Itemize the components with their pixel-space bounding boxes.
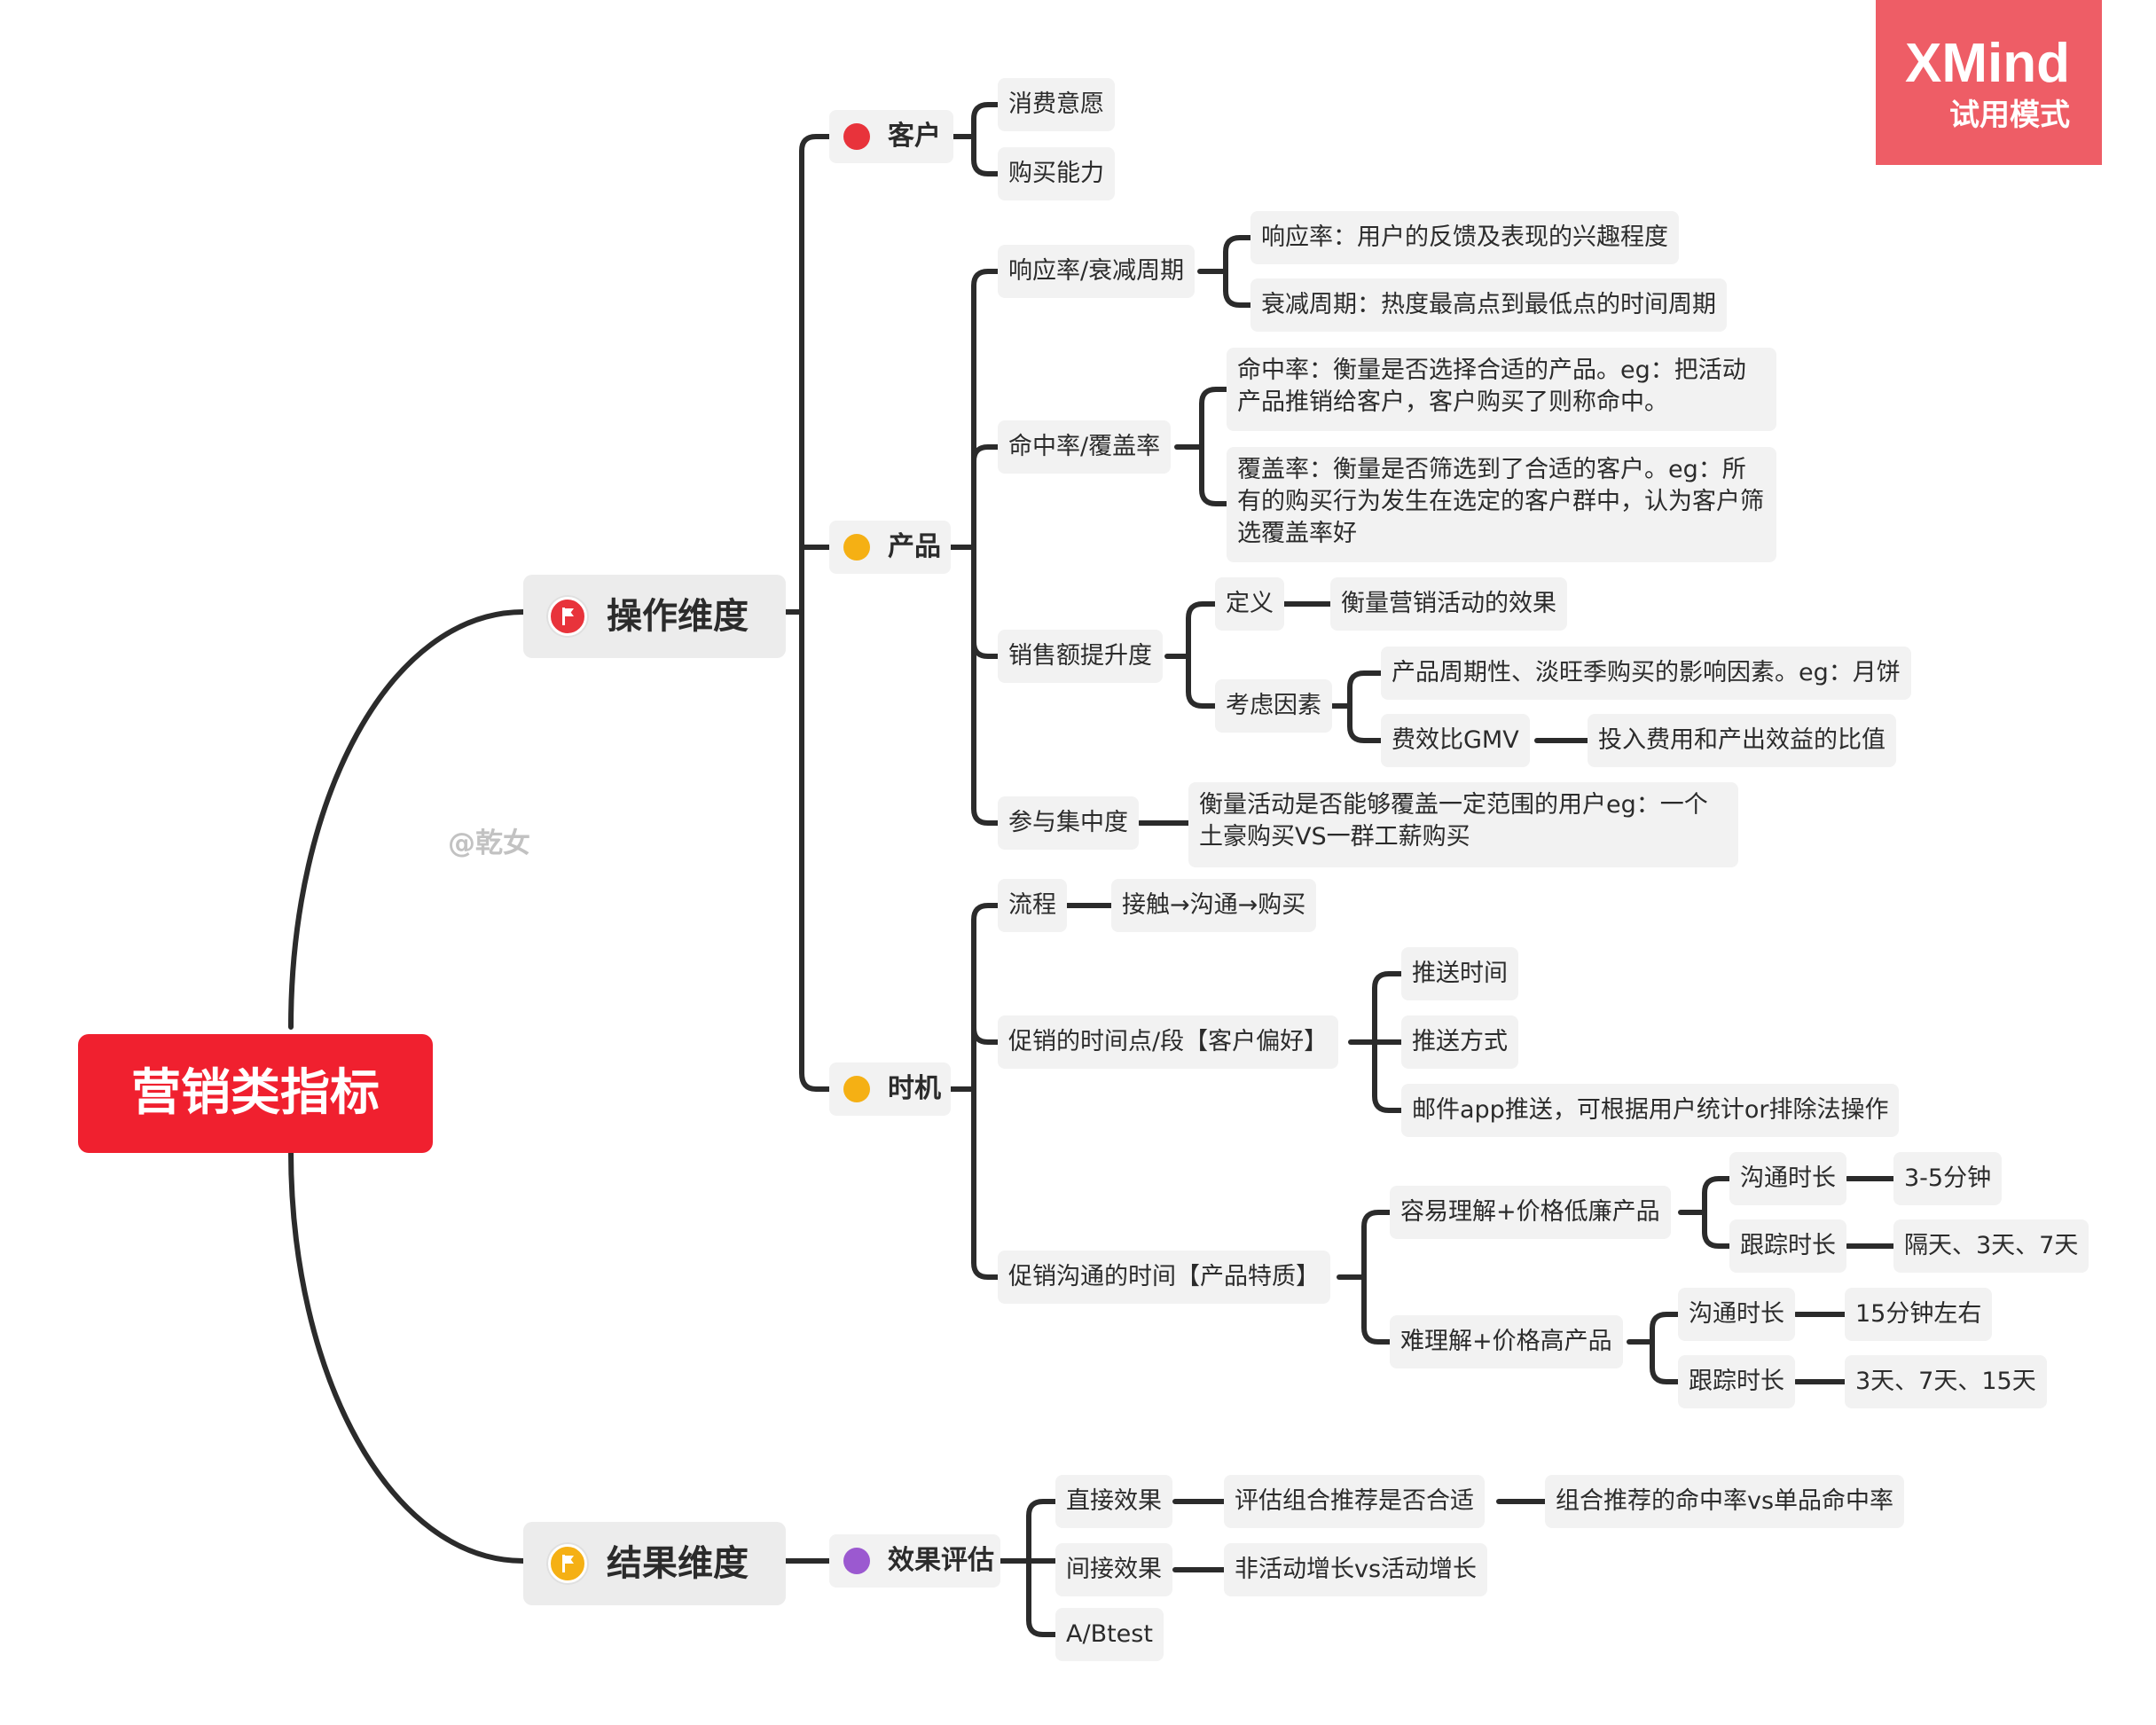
xmind-trial-badge: XMind 试用模式 (1876, 0, 2102, 165)
subtopic-sales-lift[interactable]: 销售额提升度 (998, 630, 1163, 683)
topic-customer[interactable]: 客户 (829, 110, 953, 163)
main-topic-result[interactable]: 结果维度 (523, 1522, 786, 1605)
subtopic-response-def[interactable]: 响应率：用户的反馈及表现的兴趣程度 (1250, 211, 1679, 264)
subtopic-coverage-def[interactable]: 覆盖率：衡量是否筛选到了合适的客户。eg：所有的购买行为发生在选定的客户群中，认… (1227, 447, 1776, 562)
subtopic-gmv-value[interactable]: 投入费用和产出效益的比值 (1588, 714, 1896, 767)
subtopic-promo-time[interactable]: 促销的时间点/段【客户偏好】 (998, 1015, 1339, 1069)
subtopic-indirect-effect[interactable]: 间接效果 (1055, 1543, 1172, 1596)
watermark-text: @乾女 (448, 827, 530, 859)
subtopic-push-time[interactable]: 推送时间 (1401, 947, 1518, 1000)
subtopic-direct-value[interactable]: 组合推荐的命中率vs单品命中率 (1545, 1475, 1905, 1528)
subtopic-easy-comm[interactable]: 沟通时长 (1729, 1152, 1846, 1205)
subtopic-decay-def[interactable]: 衰减周期：热度最高点到最低点的时间周期 (1250, 278, 1727, 332)
subtopic-factors[interactable]: 考虑因素 (1215, 679, 1332, 733)
red-dot-icon (843, 123, 870, 150)
orange-dot-icon (843, 1076, 870, 1102)
subtopic-indirect-value[interactable]: 非活动增长vs活动增长 (1224, 1543, 1488, 1596)
purple-dot-icon (843, 1548, 870, 1574)
subtopic-abtest[interactable]: A/Btest (1055, 1608, 1164, 1661)
subtopic-gmv[interactable]: 费效比GMV (1381, 714, 1530, 767)
badge-mode: 试用模式 (1949, 98, 2070, 133)
subtopic-easy-comm-value[interactable]: 3-5分钟 (1893, 1152, 2003, 1205)
subtopic-seasonality[interactable]: 产品周期性、淡旺季购买的影响因素。eg：月饼 (1381, 647, 1911, 700)
flag-icon (548, 597, 587, 636)
subtopic-buying-power[interactable]: 购买能力 (998, 147, 1115, 200)
topic-label: 客户 (888, 121, 941, 152)
subtopic-hard-follow-value[interactable]: 3天、7天、15天 (1845, 1355, 2047, 1408)
subtopic-concentration[interactable]: 参与集中度 (998, 796, 1139, 850)
subtopic-hit-rate[interactable]: 命中率/覆盖率 (998, 420, 1172, 474)
root-topic[interactable]: 营销类指标 (78, 1034, 433, 1153)
subtopic-hard-comm-value[interactable]: 15分钟左右 (1845, 1288, 1993, 1341)
subtopic-hard-product[interactable]: 难理解+价格高产品 (1390, 1315, 1623, 1368)
subtopic-easy-follow-value[interactable]: 隔天、3天、7天 (1893, 1219, 2089, 1273)
orange-dot-icon (843, 534, 870, 561)
subtopic-concentration-def[interactable]: 衡量活动是否能够覆盖一定范围的用户eg：一个土豪购买VS一群工薪购买 (1188, 782, 1738, 867)
topic-timing[interactable]: 时机 (829, 1062, 951, 1116)
subtopic-direct-step[interactable]: 评估组合推荐是否合适 (1224, 1475, 1485, 1528)
topic-label: 时机 (888, 1073, 941, 1104)
subtopic-push-email[interactable]: 邮件app推送，可根据用户统计or排除法操作 (1401, 1084, 1900, 1137)
subtopic-hard-comm[interactable]: 沟通时长 (1678, 1288, 1795, 1341)
topic-label: 效果评估 (888, 1545, 994, 1576)
badge-brand: XMind (1905, 33, 2070, 94)
subtopic-process[interactable]: 流程 (998, 879, 1067, 932)
subtopic-process-value[interactable]: 接触→沟通→购买 (1111, 879, 1317, 932)
subtopic-definition-value[interactable]: 衡量营销活动的效果 (1330, 577, 1567, 631)
topic-product[interactable]: 产品 (829, 521, 951, 574)
subtopic-direct-effect[interactable]: 直接效果 (1055, 1475, 1172, 1528)
flag-icon (548, 1544, 587, 1583)
subtopic-consume-intent[interactable]: 消费意愿 (998, 78, 1115, 131)
subtopic-definition[interactable]: 定义 (1215, 577, 1284, 631)
subtopic-push-method[interactable]: 推送方式 (1401, 1015, 1518, 1069)
topic-label: 产品 (888, 531, 941, 562)
topic-evaluation[interactable]: 效果评估 (829, 1534, 1000, 1588)
subtopic-hard-follow[interactable]: 跟踪时长 (1678, 1355, 1795, 1408)
subtopic-comm-time[interactable]: 促销沟通的时间【产品特质】 (998, 1251, 1330, 1304)
main-topic-label: 操作维度 (607, 596, 749, 637)
subtopic-hit-def[interactable]: 命中率：衡量是否选择合适的产品。eg：把活动产品推销给客户，客户购买了则称命中。 (1227, 348, 1776, 431)
main-topic-operation[interactable]: 操作维度 (523, 575, 786, 658)
main-topic-label: 结果维度 (607, 1543, 749, 1584)
subtopic-response-rate[interactable]: 响应率/衰减周期 (998, 245, 1196, 298)
subtopic-easy-follow[interactable]: 跟踪时长 (1729, 1219, 1846, 1273)
subtopic-easy-product[interactable]: 容易理解+价格低廉产品 (1390, 1186, 1671, 1239)
